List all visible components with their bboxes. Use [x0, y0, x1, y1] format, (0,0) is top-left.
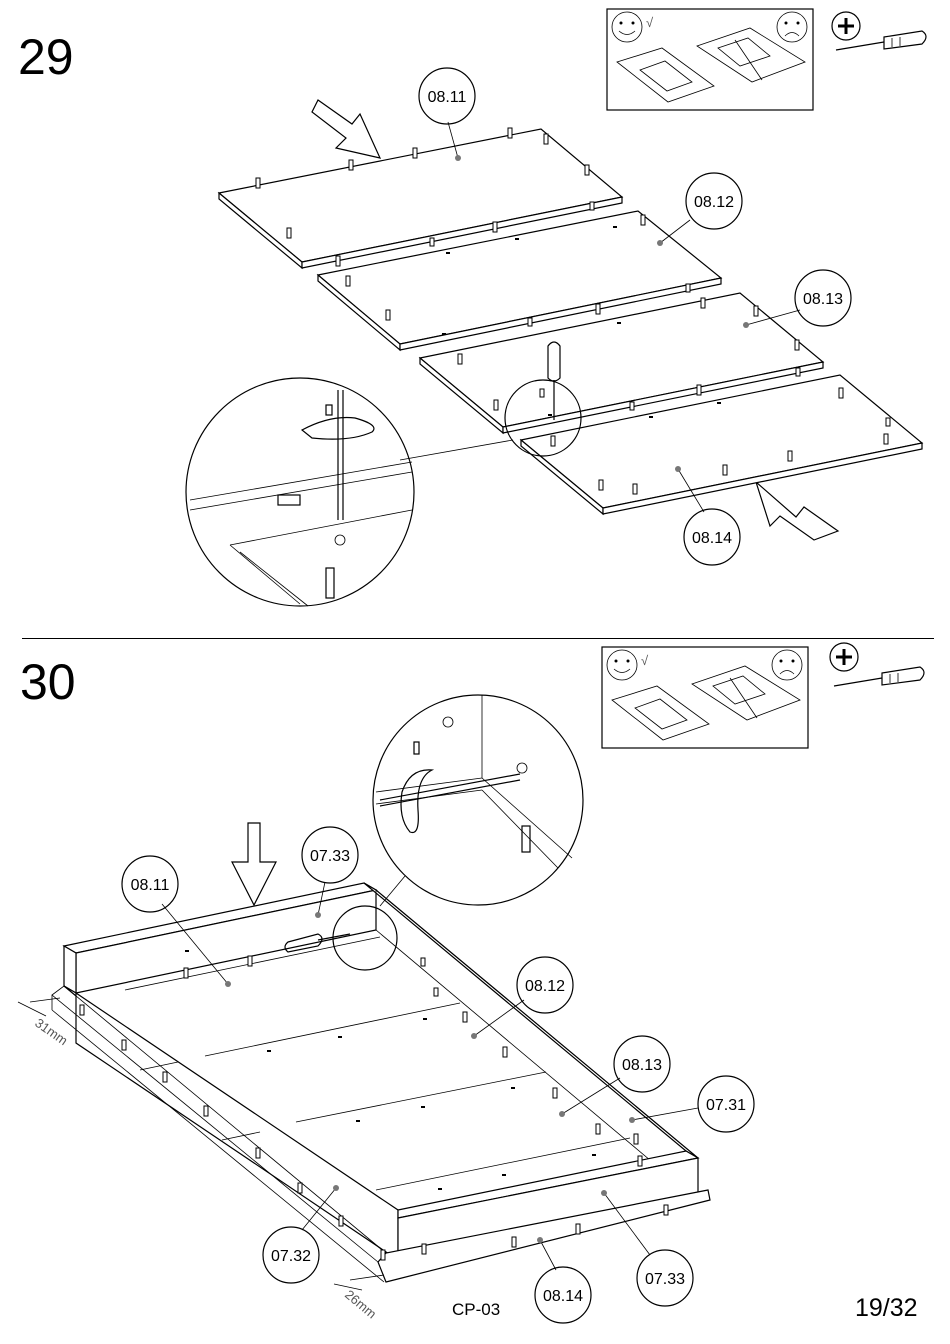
- dimension-26mm: 26mm: [334, 1275, 384, 1322]
- svg-text:08.12: 08.12: [525, 978, 565, 995]
- hint-box-29: √: [607, 9, 813, 110]
- dimension-31mm: 31mm: [18, 998, 70, 1048]
- detail-circle-30: [373, 695, 583, 905]
- svg-text:08.14: 08.14: [543, 1288, 583, 1305]
- callout-30-08-13: 08.13: [559, 1036, 670, 1117]
- svg-text:08.14: 08.14: [692, 530, 732, 547]
- down-arrow-30: [232, 823, 276, 905]
- callout-30-08-14: 08.14: [535, 1237, 591, 1323]
- svg-text:07.32: 07.32: [271, 1248, 311, 1265]
- insert-arrow-bottom: [756, 482, 838, 540]
- hint-box-30: √: [602, 647, 808, 748]
- svg-text:07.33: 07.33: [310, 848, 350, 865]
- svg-text:08.12: 08.12: [694, 194, 734, 211]
- happy-face-icon: [607, 650, 637, 680]
- svg-text:√: √: [646, 15, 654, 30]
- svg-text:08.11: 08.11: [131, 877, 170, 894]
- callout-30-08-12: 08.12: [471, 957, 573, 1039]
- svg-text:08.13: 08.13: [803, 291, 843, 308]
- svg-text:07.31: 07.31: [706, 1097, 746, 1114]
- callout-29-08-12: 08.12: [657, 173, 742, 246]
- phillips-screwdriver-icon: [830, 643, 924, 686]
- svg-text:26mm: 26mm: [342, 1287, 379, 1322]
- bed-frame-30: [52, 883, 710, 1282]
- svg-text:07.33: 07.33: [645, 1271, 685, 1288]
- insert-arrow-top: [312, 100, 380, 158]
- sad-face-icon: [772, 650, 802, 680]
- sad-face-icon: [777, 12, 807, 42]
- svg-text:08.13: 08.13: [622, 1057, 662, 1074]
- happy-face-icon: [612, 12, 642, 42]
- detail-circle-29: [186, 378, 414, 606]
- callout-30-07-31: 07.31: [629, 1076, 754, 1132]
- svg-text:08.11: 08.11: [428, 89, 467, 106]
- svg-text:√: √: [641, 653, 649, 668]
- phillips-screwdriver-icon: [832, 12, 926, 50]
